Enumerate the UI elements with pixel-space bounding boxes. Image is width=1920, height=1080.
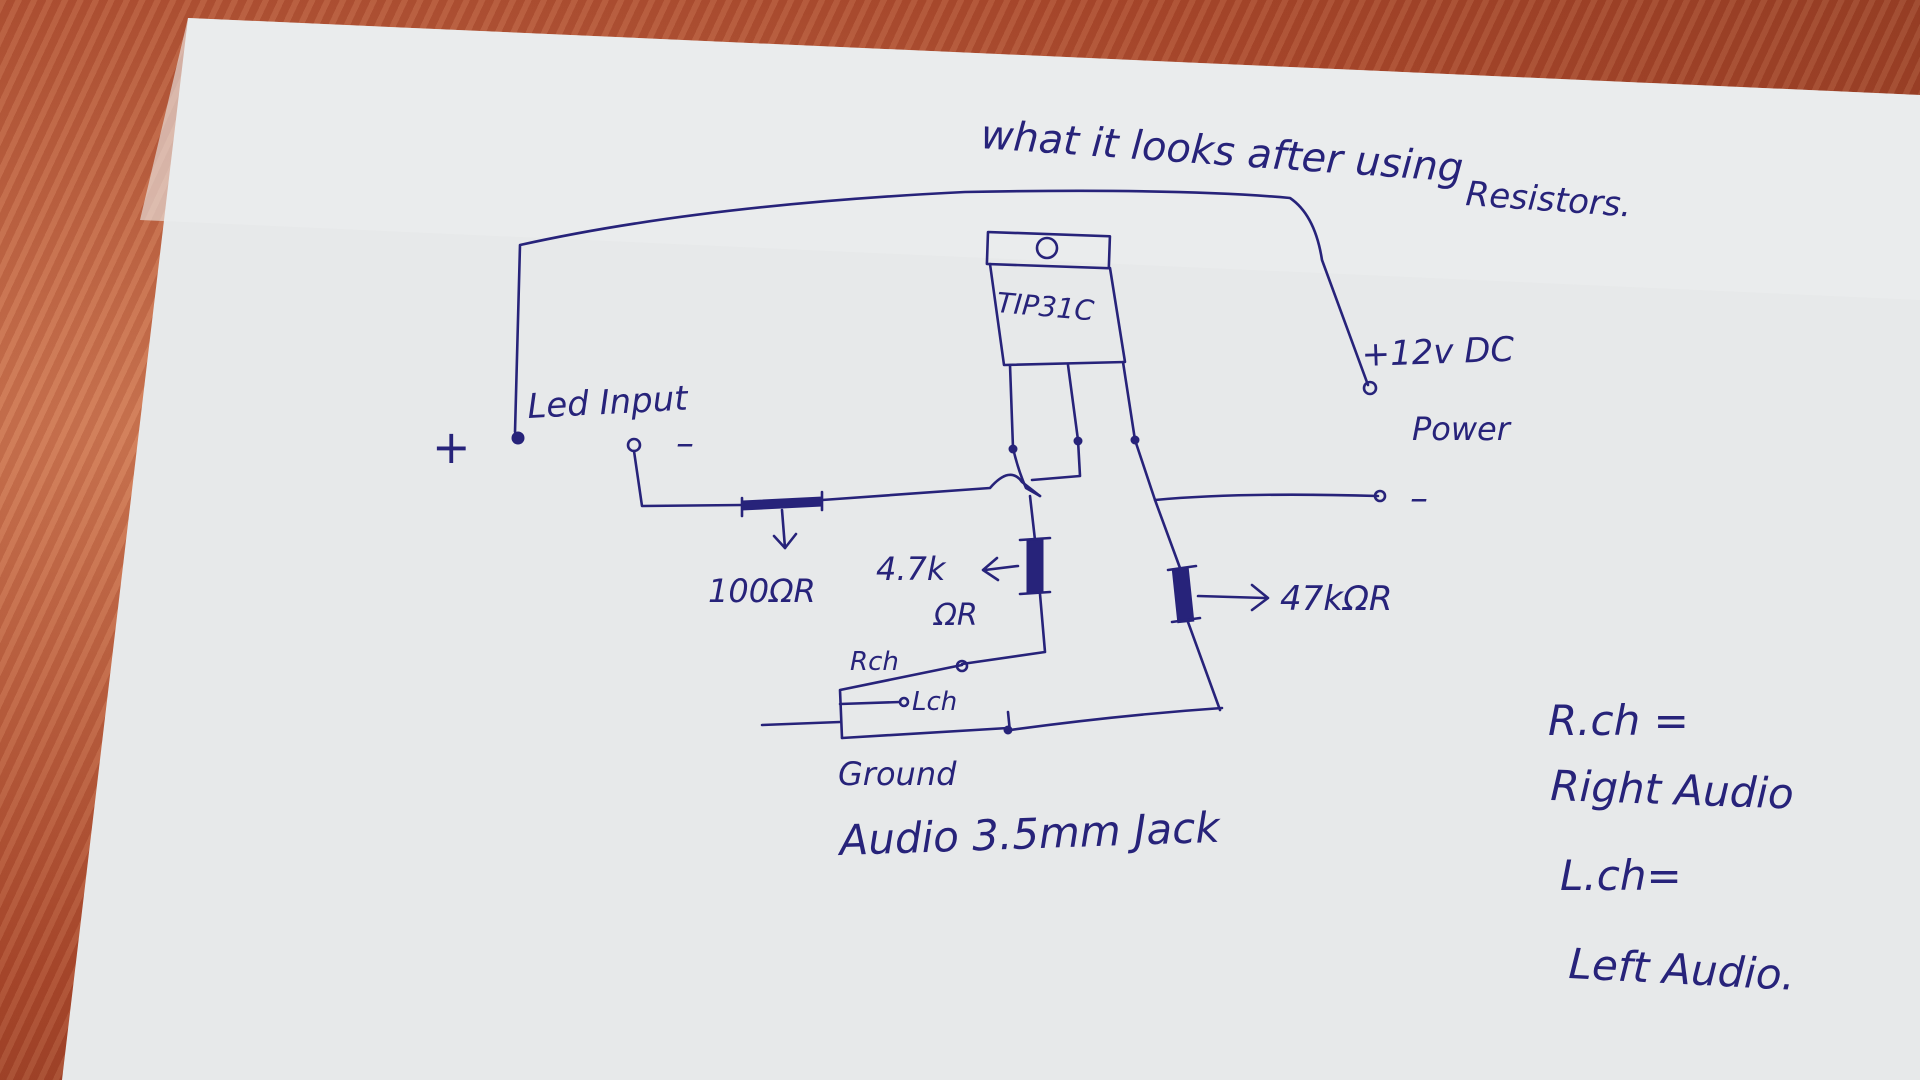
jack-ground-label: Ground bbox=[838, 755, 957, 793]
legend-rch: R.ch = bbox=[1548, 696, 1689, 745]
resistor-4.7k bbox=[981, 536, 1052, 596]
transistor-tip31c: TIP31C bbox=[985, 230, 1137, 450]
power-minus-sign: – bbox=[1410, 478, 1428, 519]
resistor-47k-label: 47kΩR bbox=[1280, 579, 1393, 619]
legend-lch: L.ch= bbox=[1560, 851, 1682, 900]
power-minus-terminal bbox=[1373, 489, 1387, 503]
led-plus-terminal bbox=[511, 431, 525, 445]
jack-lch-label: Lch bbox=[912, 687, 957, 717]
legend-left-audio: Left Audio. bbox=[1567, 939, 1796, 1000]
resistor-100-ohm bbox=[740, 490, 824, 550]
audio-jack-symbol bbox=[760, 663, 1224, 740]
resistor-47k bbox=[1166, 564, 1270, 624]
resistor-100-label: 100ΩR bbox=[708, 572, 816, 610]
led-input-label: Led Input bbox=[526, 379, 690, 427]
power-label: Power bbox=[1412, 410, 1512, 448]
led-minus-sign: – bbox=[676, 423, 694, 464]
legend-right-audio: Right Audio bbox=[1550, 761, 1795, 818]
led-minus-wire bbox=[632, 449, 744, 508]
resistor-4.7k-unit: ΩR bbox=[932, 598, 978, 633]
jack-rch-label: Rch bbox=[850, 647, 899, 677]
power-minus-wire bbox=[1133, 438, 1380, 502]
power-plus-terminal bbox=[1362, 380, 1378, 396]
power-voltage-label: +12v DC bbox=[1361, 330, 1515, 375]
base-wire bbox=[820, 473, 1042, 502]
top-wire bbox=[513, 189, 1370, 434]
paper-sheet bbox=[62, 18, 1920, 1080]
resistor-4.7k-value: 4.7k bbox=[876, 550, 947, 588]
led-plus-sign: + bbox=[432, 420, 471, 474]
